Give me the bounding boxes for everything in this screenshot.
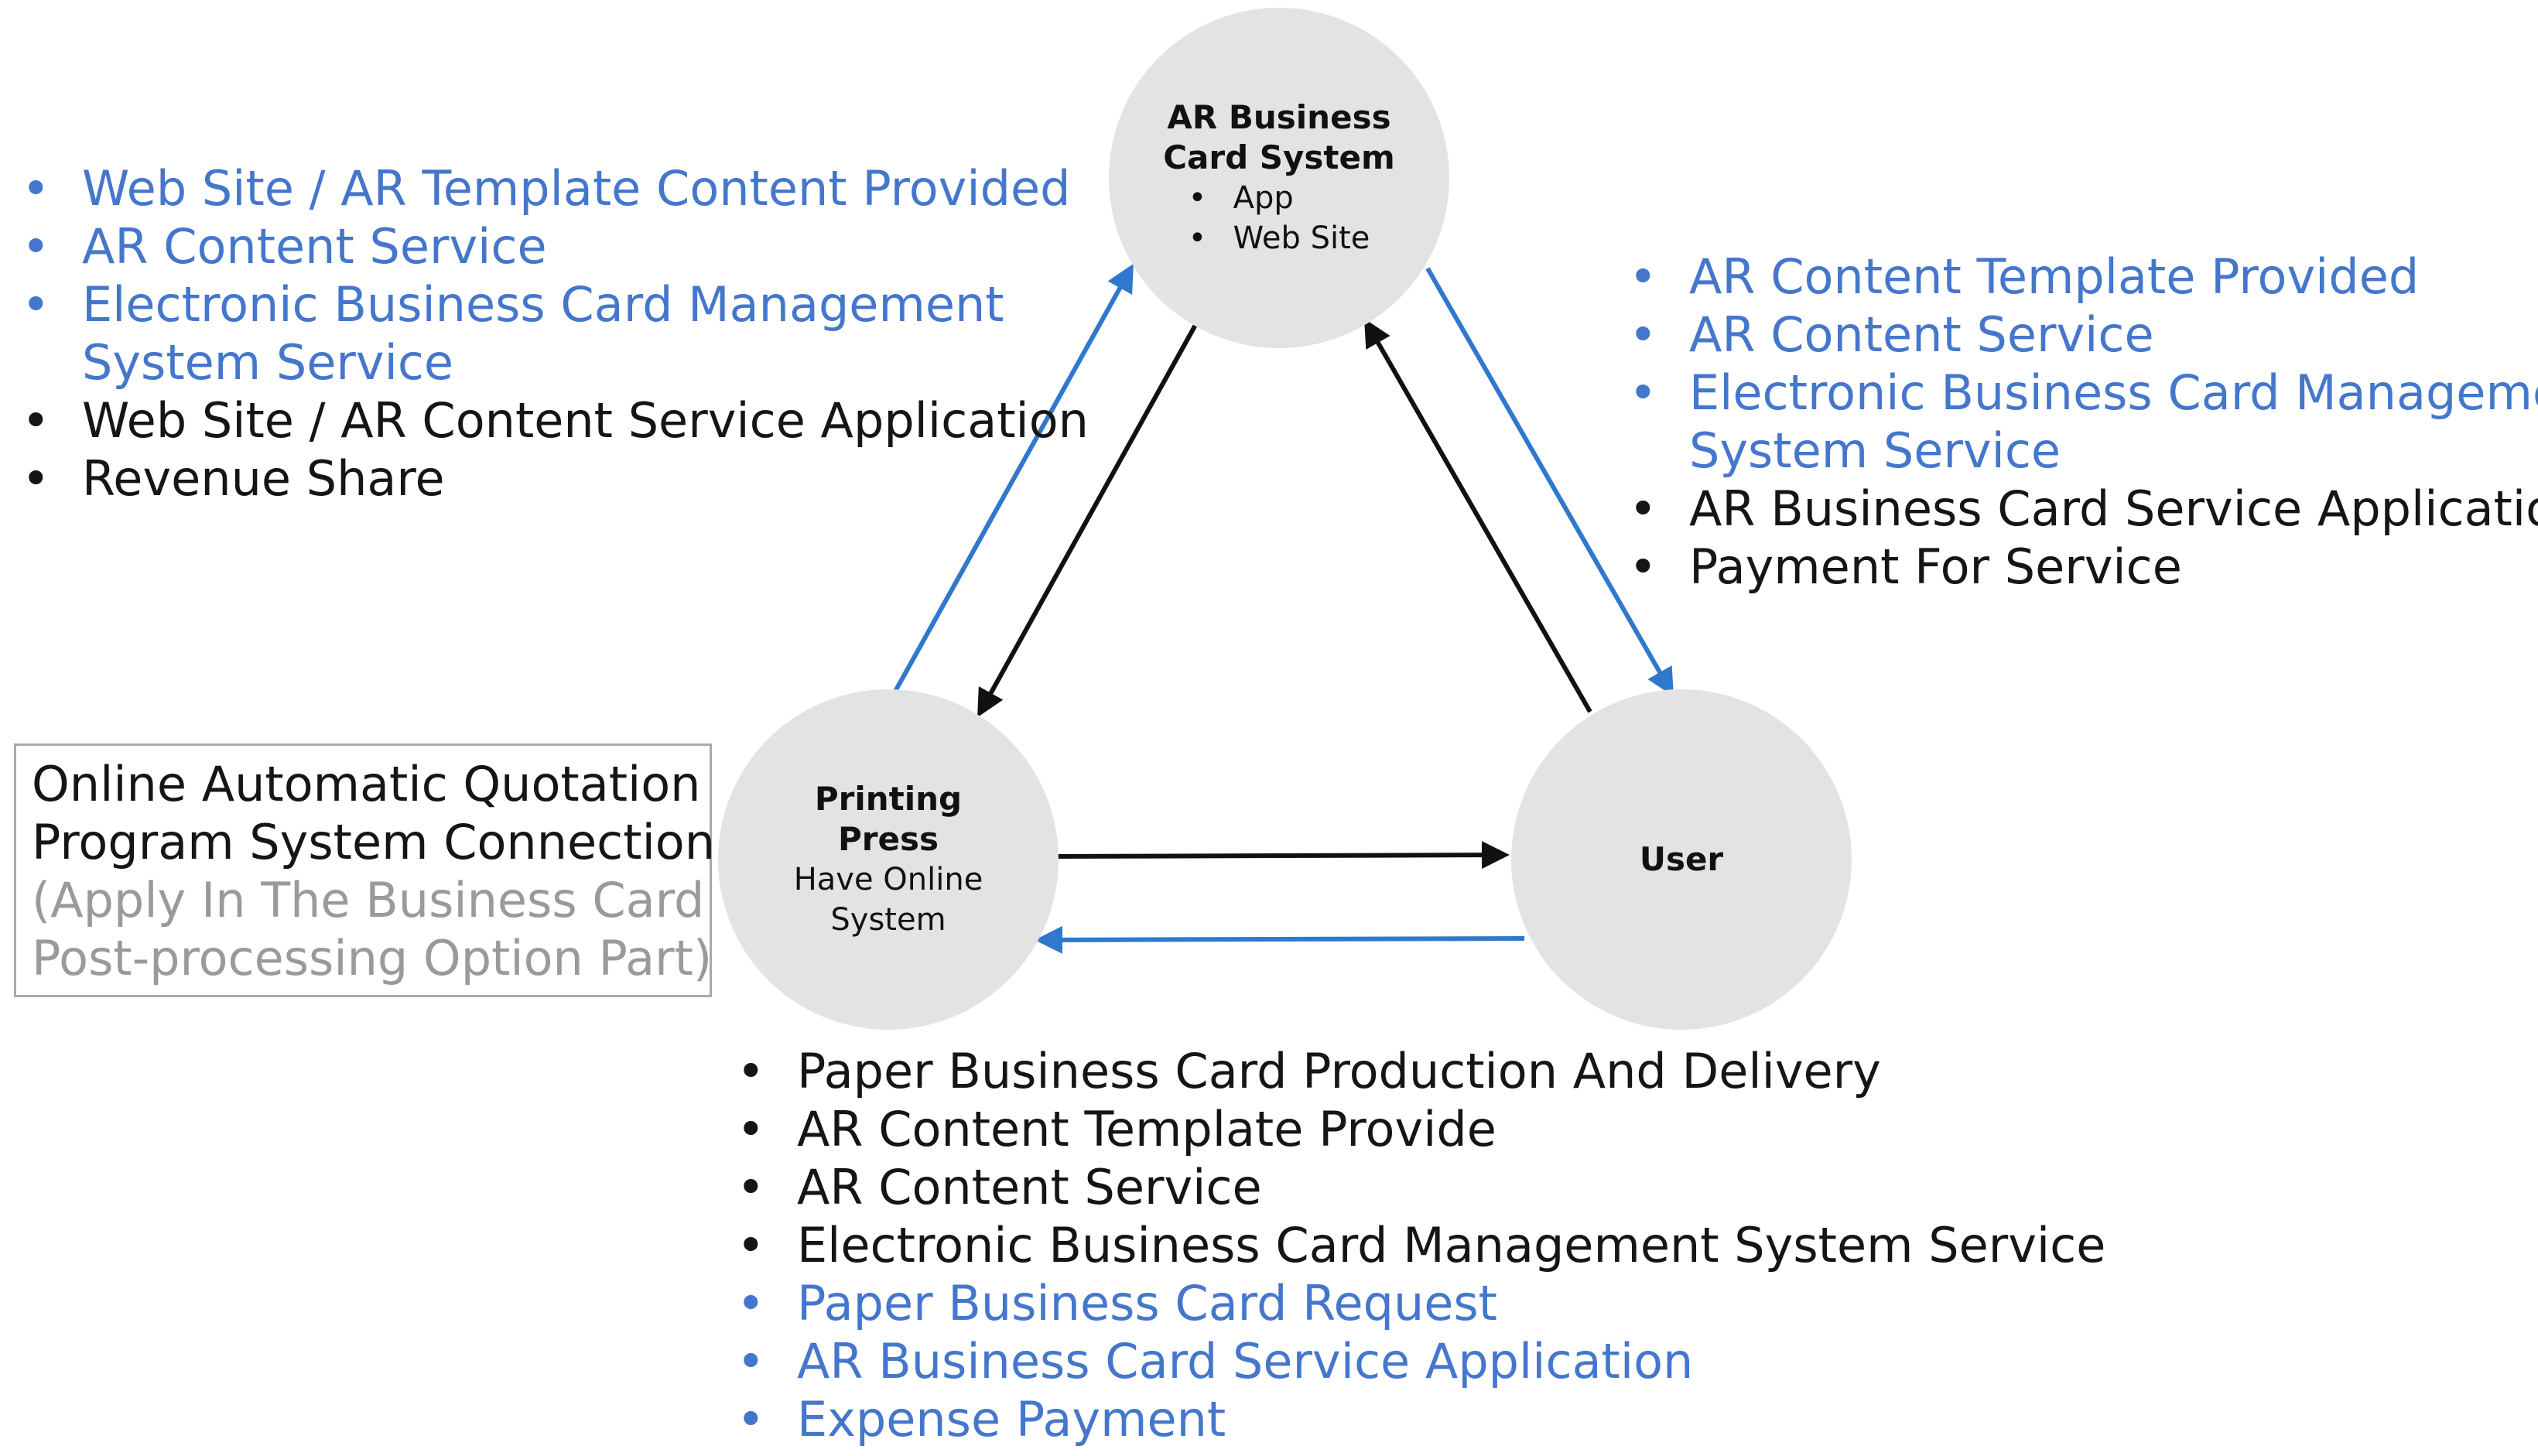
arrow-ar-system-to-press (977, 323, 1198, 718)
ar-business-card-system-node: AR Business Card System App Web Site (1109, 8, 1449, 348)
printing-press-title-line2: Press (838, 820, 939, 858)
list-item: Paper Business Card Request (737, 1274, 2105, 1332)
list-item: AR Business Card Service Application (737, 1332, 2105, 1390)
online-quotation-box: Online Automatic Quotation Program Syste… (14, 743, 716, 997)
list-item: Revenue Share (22, 449, 1089, 508)
list-item: Expense Payment (737, 1390, 2105, 1448)
ar-system-items: App Web Site (1189, 178, 1370, 258)
arrow-press-to-user (1055, 841, 1510, 870)
ar-system-title-line1: AR Business (1167, 98, 1391, 136)
arrow-user-to-press (1035, 925, 1525, 954)
right-relationship-list: AR Content Template Provided AR Content … (1629, 248, 2538, 596)
list-item-continuation: System Service (82, 334, 454, 391)
list-item-continuation: System Service (1689, 422, 2061, 479)
arrow-ar-system-to-user (1425, 267, 1674, 697)
quote-box-line3: (Apply In The Business Card (32, 872, 705, 928)
list-item: Electronic Business Card Management (1629, 364, 2538, 422)
list-item: Electronic Business Card Management (22, 275, 1089, 333)
list-item: AR Content Service (22, 217, 1089, 275)
ar-system-title-line2: Card System (1163, 138, 1395, 176)
quote-box-line1: Online Automatic Quotation (32, 756, 701, 812)
printing-press-sub-line2: System (830, 902, 946, 938)
ar-system-item-app: App (1189, 178, 1370, 218)
list-item: AR Business Card Service Application (1629, 480, 2538, 538)
quote-box-line2: Program System Connection (32, 814, 716, 870)
list-item: AR Content Template Provide (737, 1100, 2105, 1158)
left-relationship-list: Web Site / AR Template Content Provided … (22, 159, 1089, 508)
list-item: AR Content Service (1629, 306, 2538, 364)
user-title: User (1639, 840, 1724, 878)
arrow-user-to-ar-system (1364, 318, 1592, 713)
ar-system-item-website: Web Site (1189, 218, 1370, 258)
list-item: AR Content Service (737, 1158, 2105, 1216)
list-item: Paper Business Card Production And Deliv… (737, 1042, 2105, 1100)
list-item: AR Content Template Provided (1629, 248, 2538, 306)
list-item: Web Site / AR Content Service Applicatio… (22, 391, 1089, 449)
bottom-relationship-list: Paper Business Card Production And Deliv… (737, 1042, 2105, 1448)
list-item: Electronic Business Card Management Syst… (737, 1216, 2105, 1274)
printing-press-sub-line1: Have Online (793, 862, 983, 897)
printing-press-title-line1: Printing (814, 780, 963, 818)
quote-box-line4: Post-processing Option Part) (32, 930, 713, 986)
user-node: User (1511, 689, 1852, 1030)
printing-press-node: Printing Press Have Online System (718, 689, 1059, 1030)
list-item: Payment For Service (1629, 538, 2538, 596)
list-item: Web Site / AR Template Content Provided (22, 159, 1089, 217)
